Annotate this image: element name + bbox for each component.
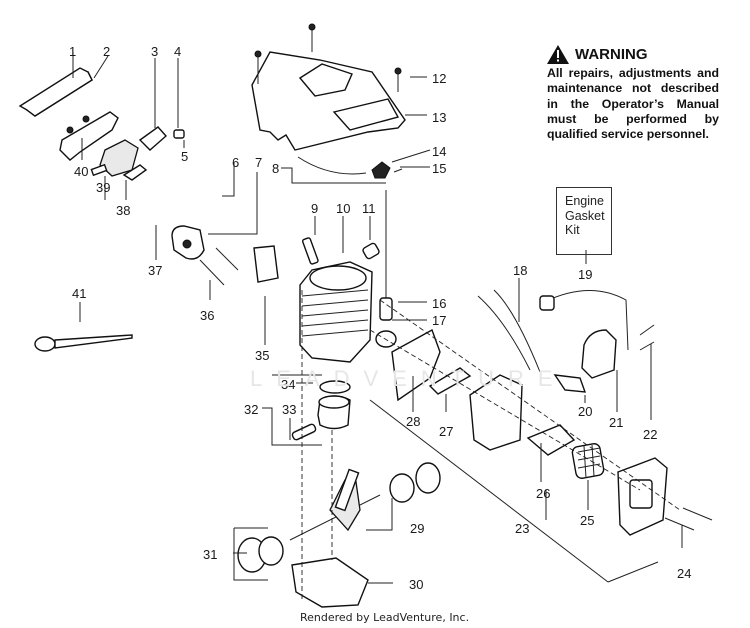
callout-36[interactable]: 36 xyxy=(200,308,215,323)
callout-24[interactable]: 24 xyxy=(677,566,692,581)
callout-38[interactable]: 38 xyxy=(116,203,131,218)
warning-title: WARNING xyxy=(575,46,648,63)
callout-3[interactable]: 3 xyxy=(151,44,159,59)
callout-39[interactable]: 39 xyxy=(96,180,111,195)
part-28-heat-shield[interactable] xyxy=(391,328,441,402)
part-24-bolt[interactable] xyxy=(664,517,695,531)
callout-31[interactable]: 31 xyxy=(203,547,218,562)
callout-12[interactable]: 12 xyxy=(432,71,447,86)
part-8-hose[interactable] xyxy=(297,156,367,175)
callout-32[interactable]: 32 xyxy=(244,402,259,417)
part-33-pin[interactable] xyxy=(291,423,317,441)
part-38-gasket[interactable] xyxy=(122,164,148,181)
part-35-gasket[interactable] xyxy=(253,245,279,283)
callout-27[interactable]: 27 xyxy=(439,424,454,439)
callout-33[interactable]: 33 xyxy=(282,402,297,417)
callout-9[interactable]: 9 xyxy=(311,201,319,216)
part-11-boot[interactable] xyxy=(362,242,380,260)
part-39-carburetor[interactable] xyxy=(90,139,139,177)
warning-text: All repairs, adjustments and maintenance… xyxy=(547,66,719,142)
watermark: LEADVENTURE xyxy=(250,366,567,391)
kit-line-1: Engine xyxy=(565,194,604,208)
part-30-crankcase[interactable] xyxy=(291,557,369,608)
callout-19[interactable]: 19 xyxy=(578,267,593,282)
part-12-screws[interactable] xyxy=(254,23,402,92)
callout-20[interactable]: 20 xyxy=(578,404,593,419)
callout-28[interactable]: 28 xyxy=(406,414,421,429)
part-41-scrench[interactable] xyxy=(34,334,133,352)
leader-lines xyxy=(72,52,683,584)
kit-line-3: Kit xyxy=(565,223,580,237)
callout-11[interactable]: 11 xyxy=(362,201,376,216)
callout-8[interactable]: 8 xyxy=(272,161,280,176)
callout-25[interactable]: 25 xyxy=(580,513,595,528)
callout-40[interactable]: 40 xyxy=(74,164,89,179)
part-16-decompression-valve[interactable] xyxy=(379,297,393,321)
callout-7[interactable]: 7 xyxy=(255,155,263,170)
part-21-ignition-coil[interactable] xyxy=(539,290,629,379)
part-36-bolt[interactable] xyxy=(199,259,225,286)
callout-14[interactable]: 14 xyxy=(432,144,447,159)
part-26-plate[interactable] xyxy=(526,424,576,456)
part-32-piston[interactable] xyxy=(317,395,351,430)
callout-41[interactable]: 41 xyxy=(72,286,87,301)
part-27-gasket[interactable] xyxy=(428,367,472,395)
kit-line-2: Gasket xyxy=(565,208,605,223)
callout-26[interactable]: 26 xyxy=(536,486,551,501)
part-14-bushing[interactable] xyxy=(371,161,391,179)
callout-1[interactable]: 1 xyxy=(69,44,77,59)
callout-4[interactable]: 4 xyxy=(174,44,182,59)
engine-gasket-kit-box[interactable]: Engine Gasket Kit xyxy=(556,187,612,255)
callout-18[interactable]: 18 xyxy=(513,263,528,278)
part-10-cylinder[interactable] xyxy=(299,261,373,363)
callout-21[interactable]: 21 xyxy=(609,415,624,430)
callout-16[interactable]: 16 xyxy=(432,296,447,311)
callout-5[interactable]: 5 xyxy=(181,149,189,164)
footer-credit: Rendered by LeadVenture, Inc. xyxy=(300,611,470,624)
part-18-wires[interactable] xyxy=(477,289,541,373)
callout-15[interactable]: 15 xyxy=(432,161,447,176)
callout-35[interactable]: 35 xyxy=(255,348,270,363)
callout-2[interactable]: 2 xyxy=(103,44,111,59)
part-1-filter-cover[interactable] xyxy=(18,67,93,117)
callout-10[interactable]: 10 xyxy=(336,201,351,216)
part-29-crankshaft[interactable] xyxy=(289,468,381,541)
part-34-ring[interactable] xyxy=(319,380,351,394)
part-31-bearings[interactable] xyxy=(237,536,284,573)
callout-13[interactable]: 13 xyxy=(432,110,447,125)
part-29-bearing[interactable] xyxy=(389,473,415,503)
part-muffler-cover[interactable] xyxy=(617,457,668,536)
part-9-spark-plug[interactable] xyxy=(302,237,319,265)
callout-30[interactable]: 30 xyxy=(409,577,424,592)
callout-6[interactable]: 6 xyxy=(232,155,240,170)
part-37-flange[interactable] xyxy=(171,225,205,260)
part-4-clip[interactable] xyxy=(173,129,185,139)
callout-17[interactable]: 17 xyxy=(432,313,447,328)
part-40-bracket[interactable] xyxy=(59,111,119,161)
part-25-screen[interactable] xyxy=(571,443,605,479)
warning-triangle-icon xyxy=(547,45,569,64)
part-22-screws[interactable] xyxy=(639,324,655,336)
callout-22[interactable]: 22 xyxy=(643,427,658,442)
part-15-pin[interactable] xyxy=(393,168,403,173)
warning-notice: WARNING All repairs, adjustments and mai… xyxy=(547,45,719,142)
callout-23[interactable]: 23 xyxy=(515,521,530,536)
callout-34[interactable]: 34 xyxy=(281,377,296,392)
part-3-intake[interactable] xyxy=(138,126,167,151)
part-20-bracket[interactable] xyxy=(553,374,587,393)
callout-29[interactable]: 29 xyxy=(410,521,425,536)
part-13-cylinder-cover[interactable] xyxy=(251,51,406,151)
part-23-muffler[interactable] xyxy=(469,374,523,451)
callout-37[interactable]: 37 xyxy=(148,263,163,278)
